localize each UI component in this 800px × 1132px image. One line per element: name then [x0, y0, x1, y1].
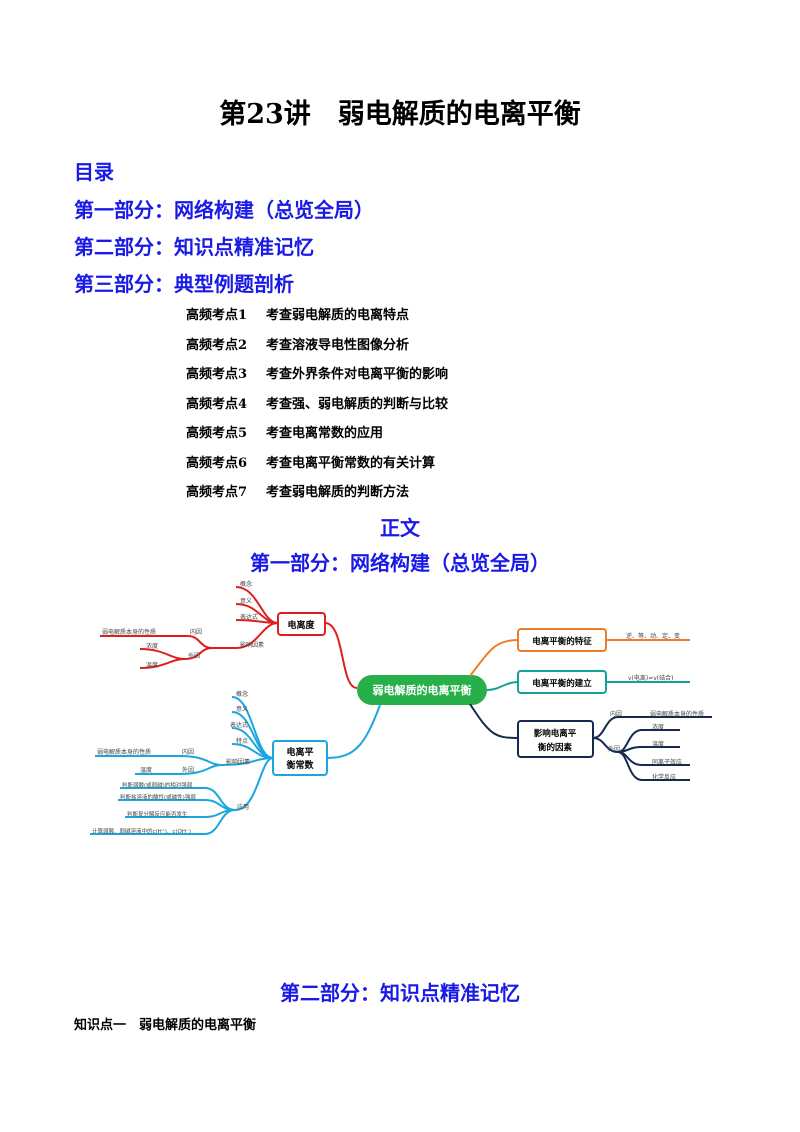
degree-leaf: 表达式 — [240, 613, 258, 621]
knowledge-point-heading: 知识点一 弱电解质的电离平衡 — [74, 1018, 257, 1033]
degree-external: 外因 — [188, 652, 200, 660]
degree-leaf: 意义 — [240, 597, 252, 605]
part1-heading: 第一部分：网络构建（总览全局） — [250, 551, 550, 575]
factors-external-leaf: 同离子效应 — [652, 758, 682, 766]
factors-external-leaf: 浓度 — [652, 723, 664, 731]
constant-node-line1: 电离平 — [286, 746, 313, 758]
toc-part-3[interactable]: 第三部分：典型例题剖析 — [74, 272, 294, 296]
body-heading: 正文 — [380, 516, 420, 540]
constant-leaf: 表达式 — [230, 721, 248, 729]
mind-map: 弱电解质的电离平衡 电离度 概念 意义 表达式 影响因素 内因 弱电解质本身的性… — [90, 580, 712, 835]
feature-leaf: 逆、等、动、定、变 — [626, 632, 680, 640]
degree-external-leaf: 浓度 — [146, 642, 158, 650]
mindmap-center-label: 弱电解质的电离平衡 — [373, 683, 472, 697]
factors-node-line2: 衡的因素 — [538, 742, 573, 753]
constant-internal: 内因 — [182, 748, 194, 756]
constant-external-leaf: 温度 — [140, 766, 152, 774]
constant-leaf: 意义 — [236, 705, 248, 713]
mindmap-center-node — [357, 675, 487, 705]
degree-leaf: 概念 — [240, 580, 252, 588]
factors-internal: 内因 — [610, 710, 622, 718]
feature-node: 电离平衡的特征 — [532, 636, 592, 647]
constant-app-leaf: 判断复分解反应能否发生 — [127, 810, 188, 818]
build-leaf: v(电离)=v(结合) — [628, 674, 674, 682]
build-node: 电离平衡的建立 — [532, 678, 592, 689]
constant-app-leaf: 判断盐溶液的酸性(或碱性)强弱 — [120, 793, 196, 801]
constant-node-line2: 衡常数 — [286, 759, 314, 771]
constant-external: 外因 — [182, 766, 194, 774]
factors-external: 外因 — [608, 745, 620, 753]
degree-external-leaf: 温度 — [146, 661, 158, 669]
degree-internal-leaf: 弱电解质本身的性质 — [102, 628, 156, 636]
toc-part-1[interactable]: 第一部分：网络构建（总览全局） — [74, 198, 374, 222]
constant-internal-leaf: 弱电解质本身的性质 — [97, 748, 151, 756]
part2-heading: 第二部分：知识点精准记忆 — [280, 981, 520, 1005]
degree-node: 电离度 — [287, 619, 315, 631]
toc-part-2[interactable]: 第二部分：知识点精准记忆 — [74, 235, 314, 259]
factors-external-leaf: 温度 — [652, 740, 664, 748]
constant-app-leaf: 计算弱酸、弱碱溶液中的c(H⁺)、c(OH⁻) — [92, 827, 191, 835]
factors-node-line1: 影响电离平 — [534, 728, 577, 739]
constant-app-leaf: 判断弱酸(或弱碱)的相对强弱 — [122, 781, 193, 789]
toc-heading: 目录 — [74, 160, 114, 184]
degree-influence: 影响因素 — [240, 641, 264, 649]
constant-application: 应用 — [237, 803, 249, 811]
factors-internal-leaf: 弱电解质本身的性质 — [650, 710, 704, 718]
document-title: 第23讲 弱电解质的电离平衡 — [219, 99, 581, 130]
degree-internal: 内因 — [190, 628, 202, 636]
constant-influence: 影响因素 — [226, 758, 250, 766]
constant-leaf: 概念 — [236, 690, 248, 698]
constant-leaf: 特点 — [236, 737, 248, 745]
factors-external-leaf: 化学反应 — [652, 773, 676, 781]
